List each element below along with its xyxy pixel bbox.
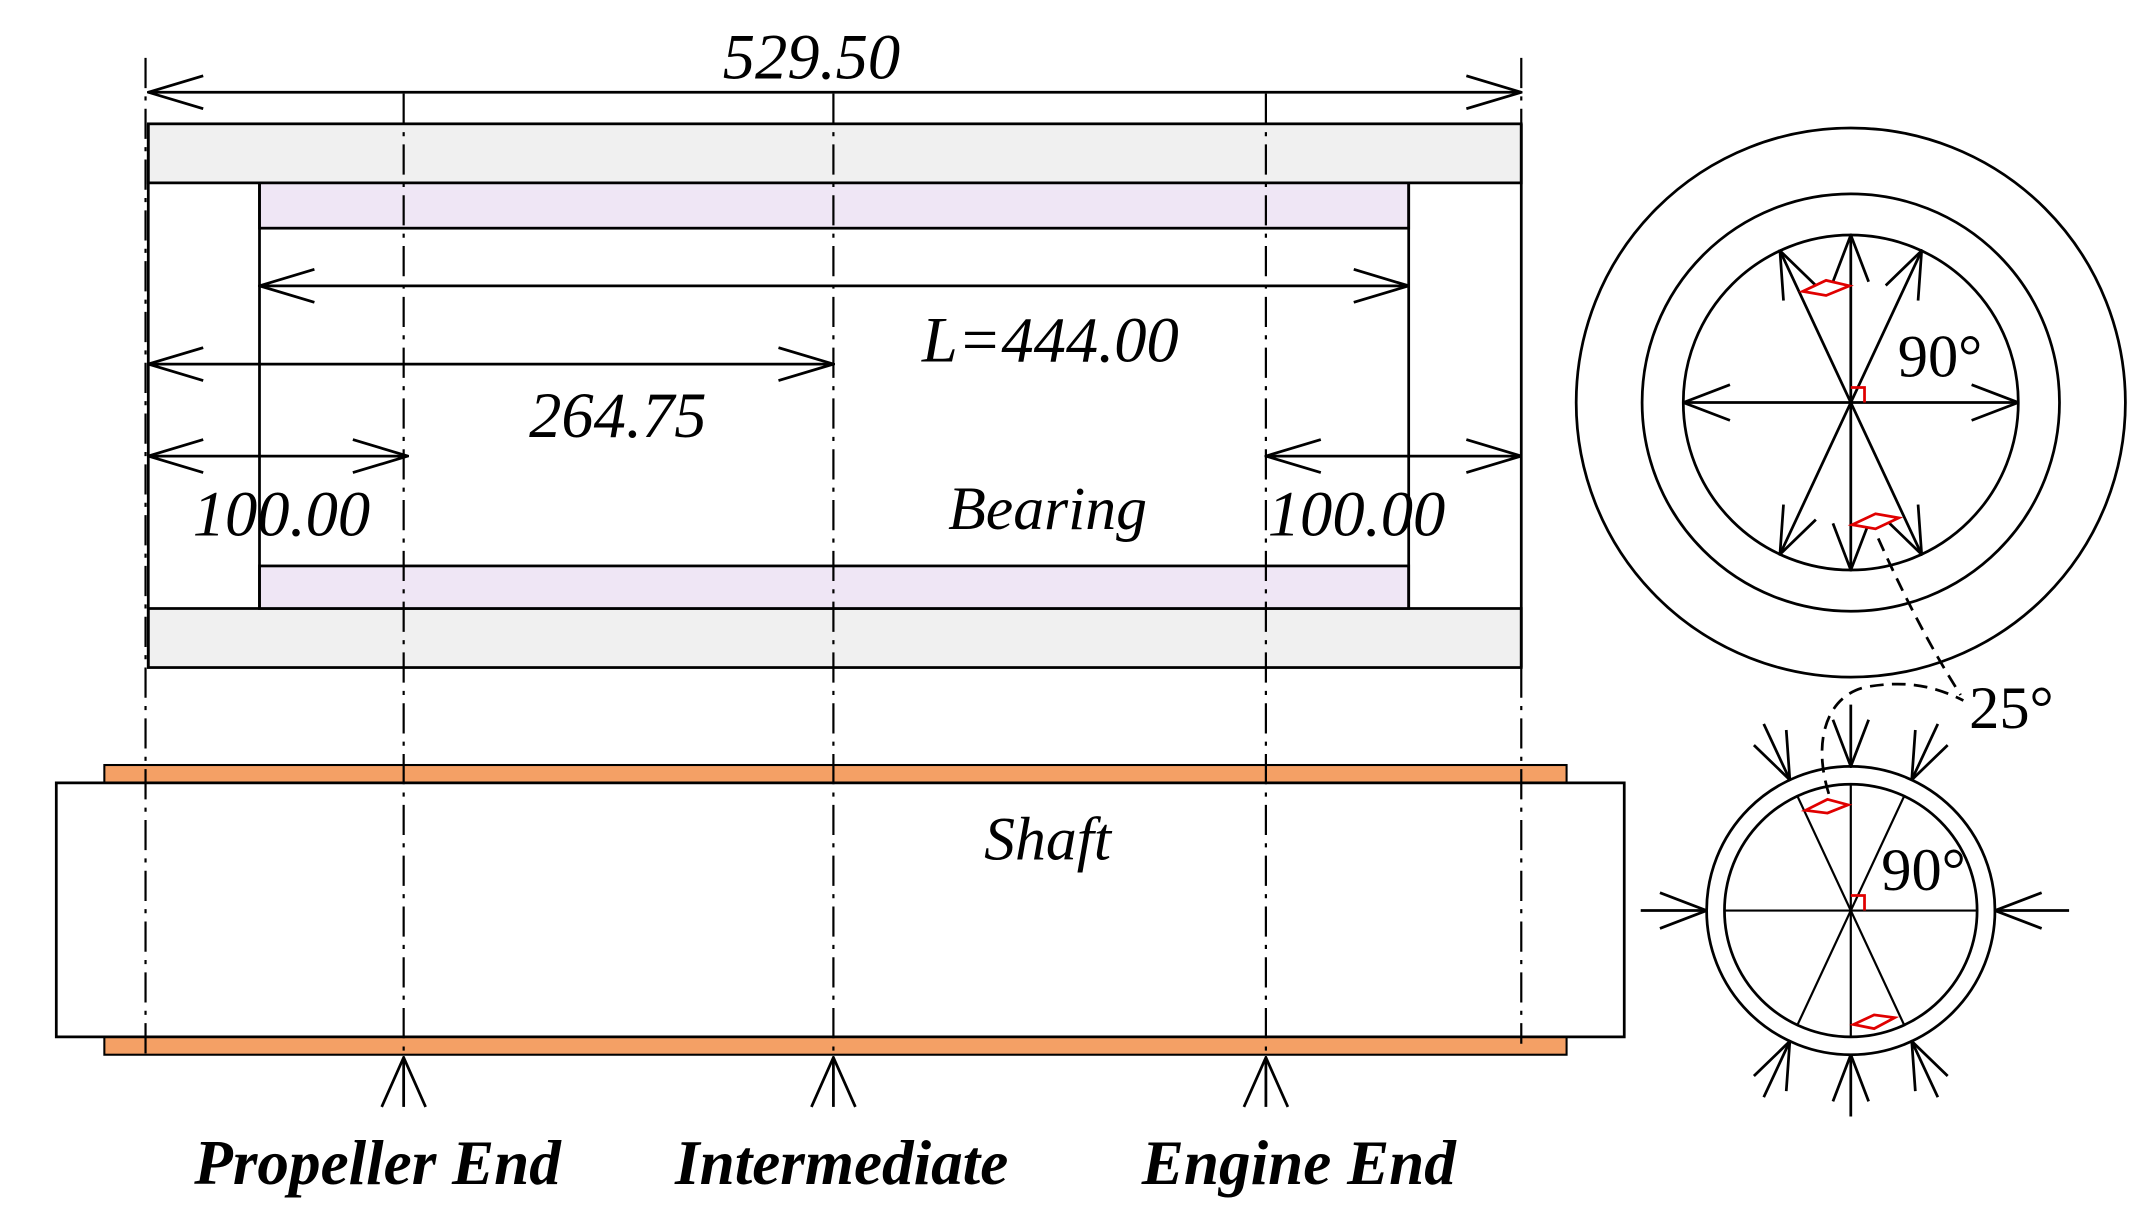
dim-mid-position-label: 264.75 bbox=[529, 379, 706, 451]
housing-bottom-band-fill bbox=[148, 608, 1522, 668]
bearing-radial-arrow-down-left bbox=[1780, 401, 1853, 555]
shaft-lining-bottom bbox=[103, 1035, 1568, 1056]
bearing-section-middle-ring bbox=[1640, 192, 2061, 613]
shaft-section-diagonal-b bbox=[1796, 795, 1906, 1026]
bearing-label: Bearing bbox=[948, 475, 1147, 543]
bearing-section-outer-ring bbox=[1574, 126, 2127, 679]
dimension-annotations: 529.50 L=444.00 264.75 100.00 100.00 bbox=[148, 21, 1521, 550]
shaft-assembly: Shaft bbox=[54, 763, 1626, 1056]
shaft-right-angle-mark bbox=[1850, 894, 1866, 911]
dim-right-offset-label: 100.00 bbox=[1268, 478, 1445, 550]
bearing-sensor-marker-bottom bbox=[1847, 512, 1904, 531]
bearing-cross-section: 90° bbox=[1574, 126, 2127, 679]
station-label-engine-end: Engine End bbox=[1141, 1128, 1457, 1198]
spread-leader-dashed bbox=[1876, 537, 1962, 696]
shaft-sensor-marker-top bbox=[1800, 797, 1853, 815]
shaft-load-arrow-down-right bbox=[1912, 1041, 1938, 1098]
spread-angle-annotation: 25° bbox=[1820, 537, 2054, 795]
shaft-load-arrow-down-left bbox=[1764, 1041, 1790, 1098]
spread-arc-dashed bbox=[1820, 682, 1964, 795]
station-label-propeller-end: Propeller End bbox=[193, 1128, 562, 1198]
center-lines bbox=[144, 57, 1523, 1058]
shaft-load-arrow-up-left bbox=[1764, 723, 1790, 780]
shaft-body bbox=[54, 781, 1626, 1039]
shaft-load-arrow-up-right bbox=[1912, 723, 1938, 780]
dim-left-offset-label: 100.00 bbox=[193, 478, 370, 550]
bearing-radial-arrow-up-right bbox=[1849, 251, 1922, 404]
bearing-radial-arrow-up-left bbox=[1780, 251, 1853, 404]
station-label-intermediate: Intermediate bbox=[674, 1128, 1008, 1198]
housing-top-band-fill bbox=[148, 123, 1522, 183]
shaft-label: Shaft bbox=[984, 806, 1113, 874]
dim-overall-label: 529.50 bbox=[723, 21, 900, 93]
shaft-angle-label: 90° bbox=[1881, 837, 1966, 904]
bearing-radial-arrow-down-right bbox=[1849, 401, 1922, 555]
spread-angle-label: 25° bbox=[1969, 675, 2054, 742]
dim-bearing-length-label: L=444.00 bbox=[921, 303, 1179, 375]
shaft-sensor-marker-bottom bbox=[1849, 1013, 1900, 1031]
shaft-cross-section: 90° bbox=[1640, 704, 2070, 1117]
station-markers: Propeller End Intermediate Engine End bbox=[193, 1057, 1457, 1198]
shaft-lining-top bbox=[103, 763, 1568, 784]
bearing-right-angle-mark bbox=[1850, 386, 1866, 403]
bearing-angle-label: 90° bbox=[1898, 323, 1983, 390]
bearing-assembly: Bearing bbox=[146, 122, 1523, 669]
bearing-sensor-marker-top bbox=[1798, 278, 1854, 297]
